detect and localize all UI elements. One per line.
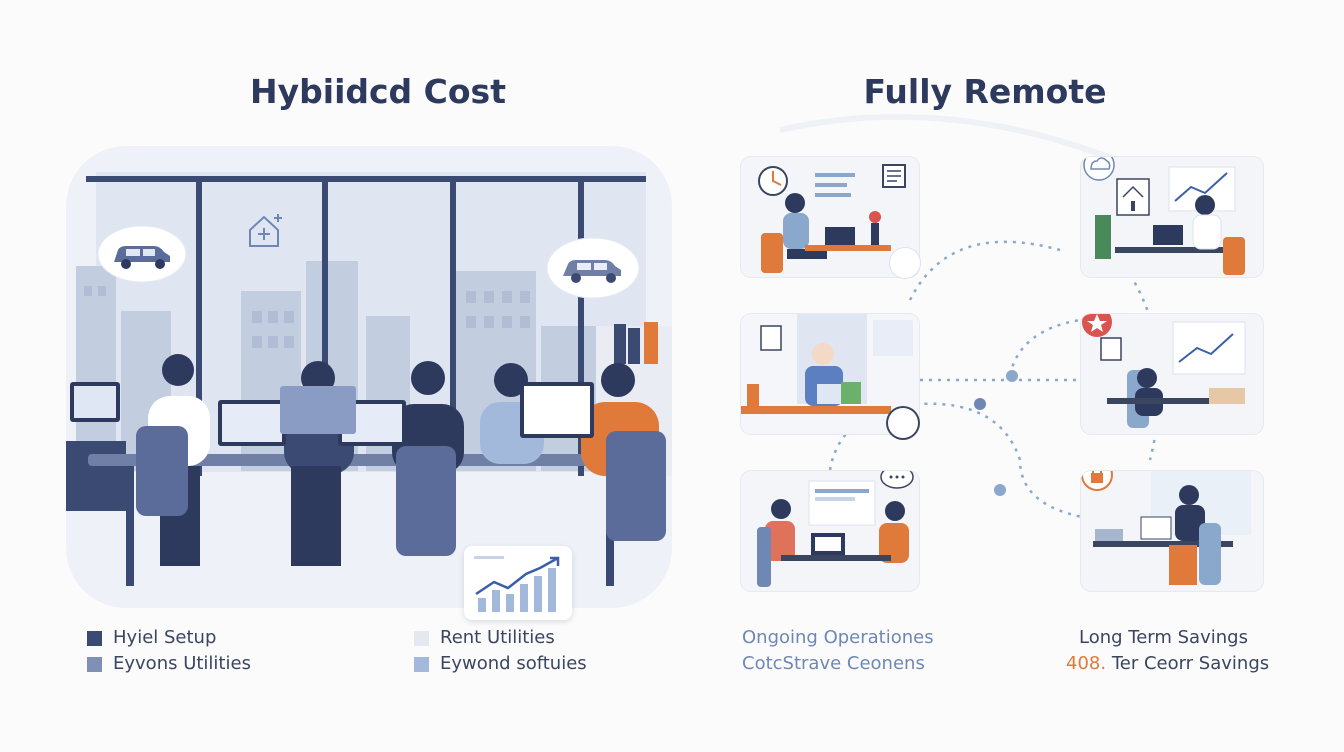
ongoing-operations-label: Ongoing Operationes xyxy=(742,627,934,648)
cloud-icon xyxy=(1083,157,1115,181)
chat-icon xyxy=(880,471,914,489)
remote-worker-panel-5 xyxy=(1081,314,1263,434)
car-icon xyxy=(114,246,170,269)
legend-label-eyvons-utilities: Eyvons Utilities xyxy=(113,653,251,674)
star-icon xyxy=(1082,314,1112,337)
office-illustration xyxy=(66,146,672,608)
trend-up-icon xyxy=(475,556,560,596)
savings-text: Ter Ceorr Savings xyxy=(1111,653,1270,674)
share-node-icon xyxy=(888,408,918,438)
document-icon xyxy=(882,164,906,188)
remote-worker-panel-4 xyxy=(1081,157,1263,277)
legend-label-rent-utilities: Rent Utilities xyxy=(440,627,555,648)
remote-worker-panel-6 xyxy=(1081,471,1263,591)
legend-label-eywond-softuies: Eywond softuies xyxy=(440,653,587,674)
savings-value: 408. xyxy=(1066,653,1107,674)
legend-swatch-hyiel-setup xyxy=(87,631,102,646)
office-scene-graphic xyxy=(66,146,672,608)
cost-structure-label: CotcStrave Ceonens xyxy=(742,653,925,674)
legend-swatch-eywond-softuies xyxy=(414,657,429,672)
legend-swatch-eyvons-utilities xyxy=(87,657,102,672)
fully-remote-title: Fully Remote xyxy=(863,72,1107,111)
remote-worker-panel-1 xyxy=(741,157,919,277)
car-icon xyxy=(563,260,621,283)
car-thought-bubble-2 xyxy=(545,234,641,302)
clock-icon xyxy=(758,166,788,196)
long-term-savings-label: Long Term Savings xyxy=(1079,627,1248,648)
lock-icon xyxy=(1081,471,1113,491)
growth-node-icon xyxy=(890,248,920,278)
growth-chart-card xyxy=(464,546,572,620)
home-plus-icon xyxy=(244,208,288,252)
legend-swatch-rent-utilities xyxy=(414,631,429,646)
car-thought-bubble-1 xyxy=(96,222,188,286)
hybrid-cost-title: Hybiidcd Cost xyxy=(250,72,506,111)
savings-summary: 408. Ter Ceorr Savings xyxy=(1066,653,1269,674)
chart-icon xyxy=(1116,178,1150,216)
legend-label-hyiel-setup: Hyiel Setup xyxy=(113,627,217,648)
remote-worker-panel-3 xyxy=(741,471,919,591)
